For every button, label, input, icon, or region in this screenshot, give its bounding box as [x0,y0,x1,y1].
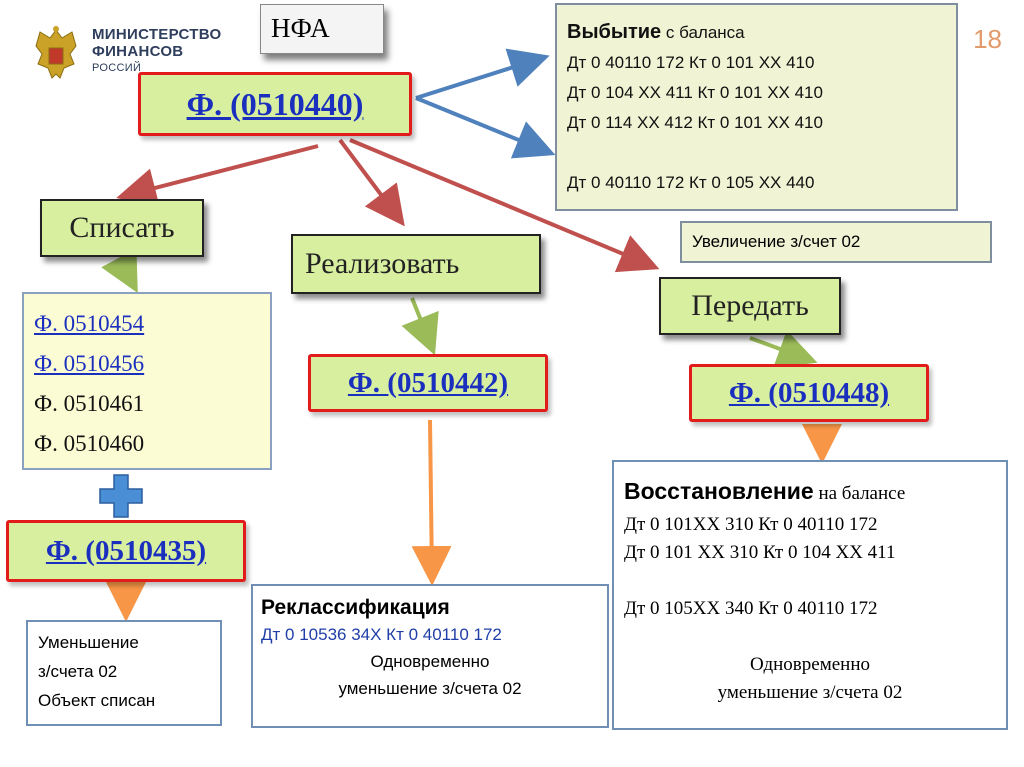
vybytie-heading: Выбытие [567,21,662,43]
vybytie-entry [567,138,956,168]
vybytie-entry: Дт 0 40110 172 Кт 0 105 ХХ 440 [567,173,815,192]
vosstanovlenie-heading-suffix: на балансе [813,483,906,504]
umenshenie-line: з/счета 02 [38,662,118,681]
reklassifikaciya-line2: уменьшение з/счета 02 [338,679,522,698]
form-0510440-link[interactable]: Ф. (0510440) [138,72,412,136]
form-0510456-link[interactable]: Ф. 0510456 [34,351,145,376]
vosstanovlenie-heading: Восстановление [624,478,814,504]
plus-icon [99,474,143,518]
ministry-logo-text: МИНИСТЕРСТВО ФИНАНСОВ РОССИЙ [92,26,222,77]
vosstanovlenie-entry: Дт 0 101 ХХ 310 Кт 0 104 ХХ 411 [624,542,896,563]
action-peredat: Передать [659,277,841,335]
arrow-440-to-vybytie-top [415,48,550,100]
form-0510461-label: Ф. 0510461 [34,391,145,416]
arrow-440-to-vybytie-bottom [415,96,556,159]
form-0510442-link[interactable]: Ф. (0510442) [308,354,548,412]
arrow-440-to-spisat [116,144,319,208]
action-spisat: Списать [40,199,204,257]
nfa-title: НФА [260,4,384,54]
vosstanovlenie-entry: Дт 0 105ХХ 340 Кт 0 40110 172 [624,598,878,619]
vosstanovlenie-entry: Дт 0 101ХХ 310 Кт 0 40110 172 [624,514,878,535]
vybytie-heading-suffix: с баланса [661,23,745,42]
form-0510460-label: Ф. 0510460 [34,431,145,456]
vybytie-entry: Дт 0 104 ХХ 411 Кт 0 101 ХХ 410 [567,83,823,102]
reklassifikaciya-heading: Реклассификация [261,596,450,619]
vosstanovlenie-line1: Одновременно [749,654,870,675]
form-0510454-link[interactable]: Ф. 0510454 [34,311,145,336]
vosstanovlenie-entry [624,623,1006,651]
logo-line-1: МИНИСТЕРСТВО [92,26,222,43]
double-eagle-emblem-icon [35,26,77,79]
logo-line-2: ФИНАНСОВ [92,43,184,60]
form-0510448-link[interactable]: Ф. (0510448) [689,364,929,422]
arrow-realizovat-to-442 [401,297,439,356]
logo-line-3: РОССИЙ [92,62,142,74]
spisat-forms-list: Ф. 0510454 Ф. 0510456 Ф. 0510461 Ф. 0510… [22,292,272,470]
arrow-peredat-to-448 [749,330,818,368]
arrow-442-to-rekl [411,419,452,586]
vybytie-entry: Дт 0 114 ХХ 412 Кт 0 101 ХХ 410 [567,113,823,132]
page-number: 18 [973,24,1002,54]
arrow-440-to-realizovat [338,138,405,227]
umenshenie-line: Объект списан [38,691,156,710]
arrow-440-to-peredat [349,138,660,273]
arrow-spisat-to-list [101,248,138,294]
reklassifikaciya-entry: Дт 0 10536 34Х Кт 0 40110 172 [261,625,502,644]
umenshenie-line: Уменьшение [38,633,139,652]
vosstanovlenie-box: Восстановление на балансе Дт 0 101ХХ 310… [612,460,1008,730]
vybytie-box: Выбытие с баланса Дт 0 40110 172 Кт 0 10… [555,3,958,211]
reklassifikaciya-line1: Одновременно [370,652,490,671]
vybytie-entry: Дт 0 40110 172 Кт 0 101 ХХ 410 [567,53,815,72]
vosstanovlenie-entry [624,567,1006,595]
umenshenie-box: Уменьшение з/счета 02 Объект списан [26,620,222,726]
reklassifikaciya-box: Реклассификация Дт 0 10536 34Х Кт 0 4011… [251,584,609,728]
vosstanovlenie-line2: уменьшение з/счета 02 [717,682,903,703]
form-0510435-link[interactable]: Ф. (0510435) [6,520,246,582]
action-realizovat: Реализовать [291,234,541,294]
uvelichenie-box: Увеличение з/счет 02 [680,221,992,263]
